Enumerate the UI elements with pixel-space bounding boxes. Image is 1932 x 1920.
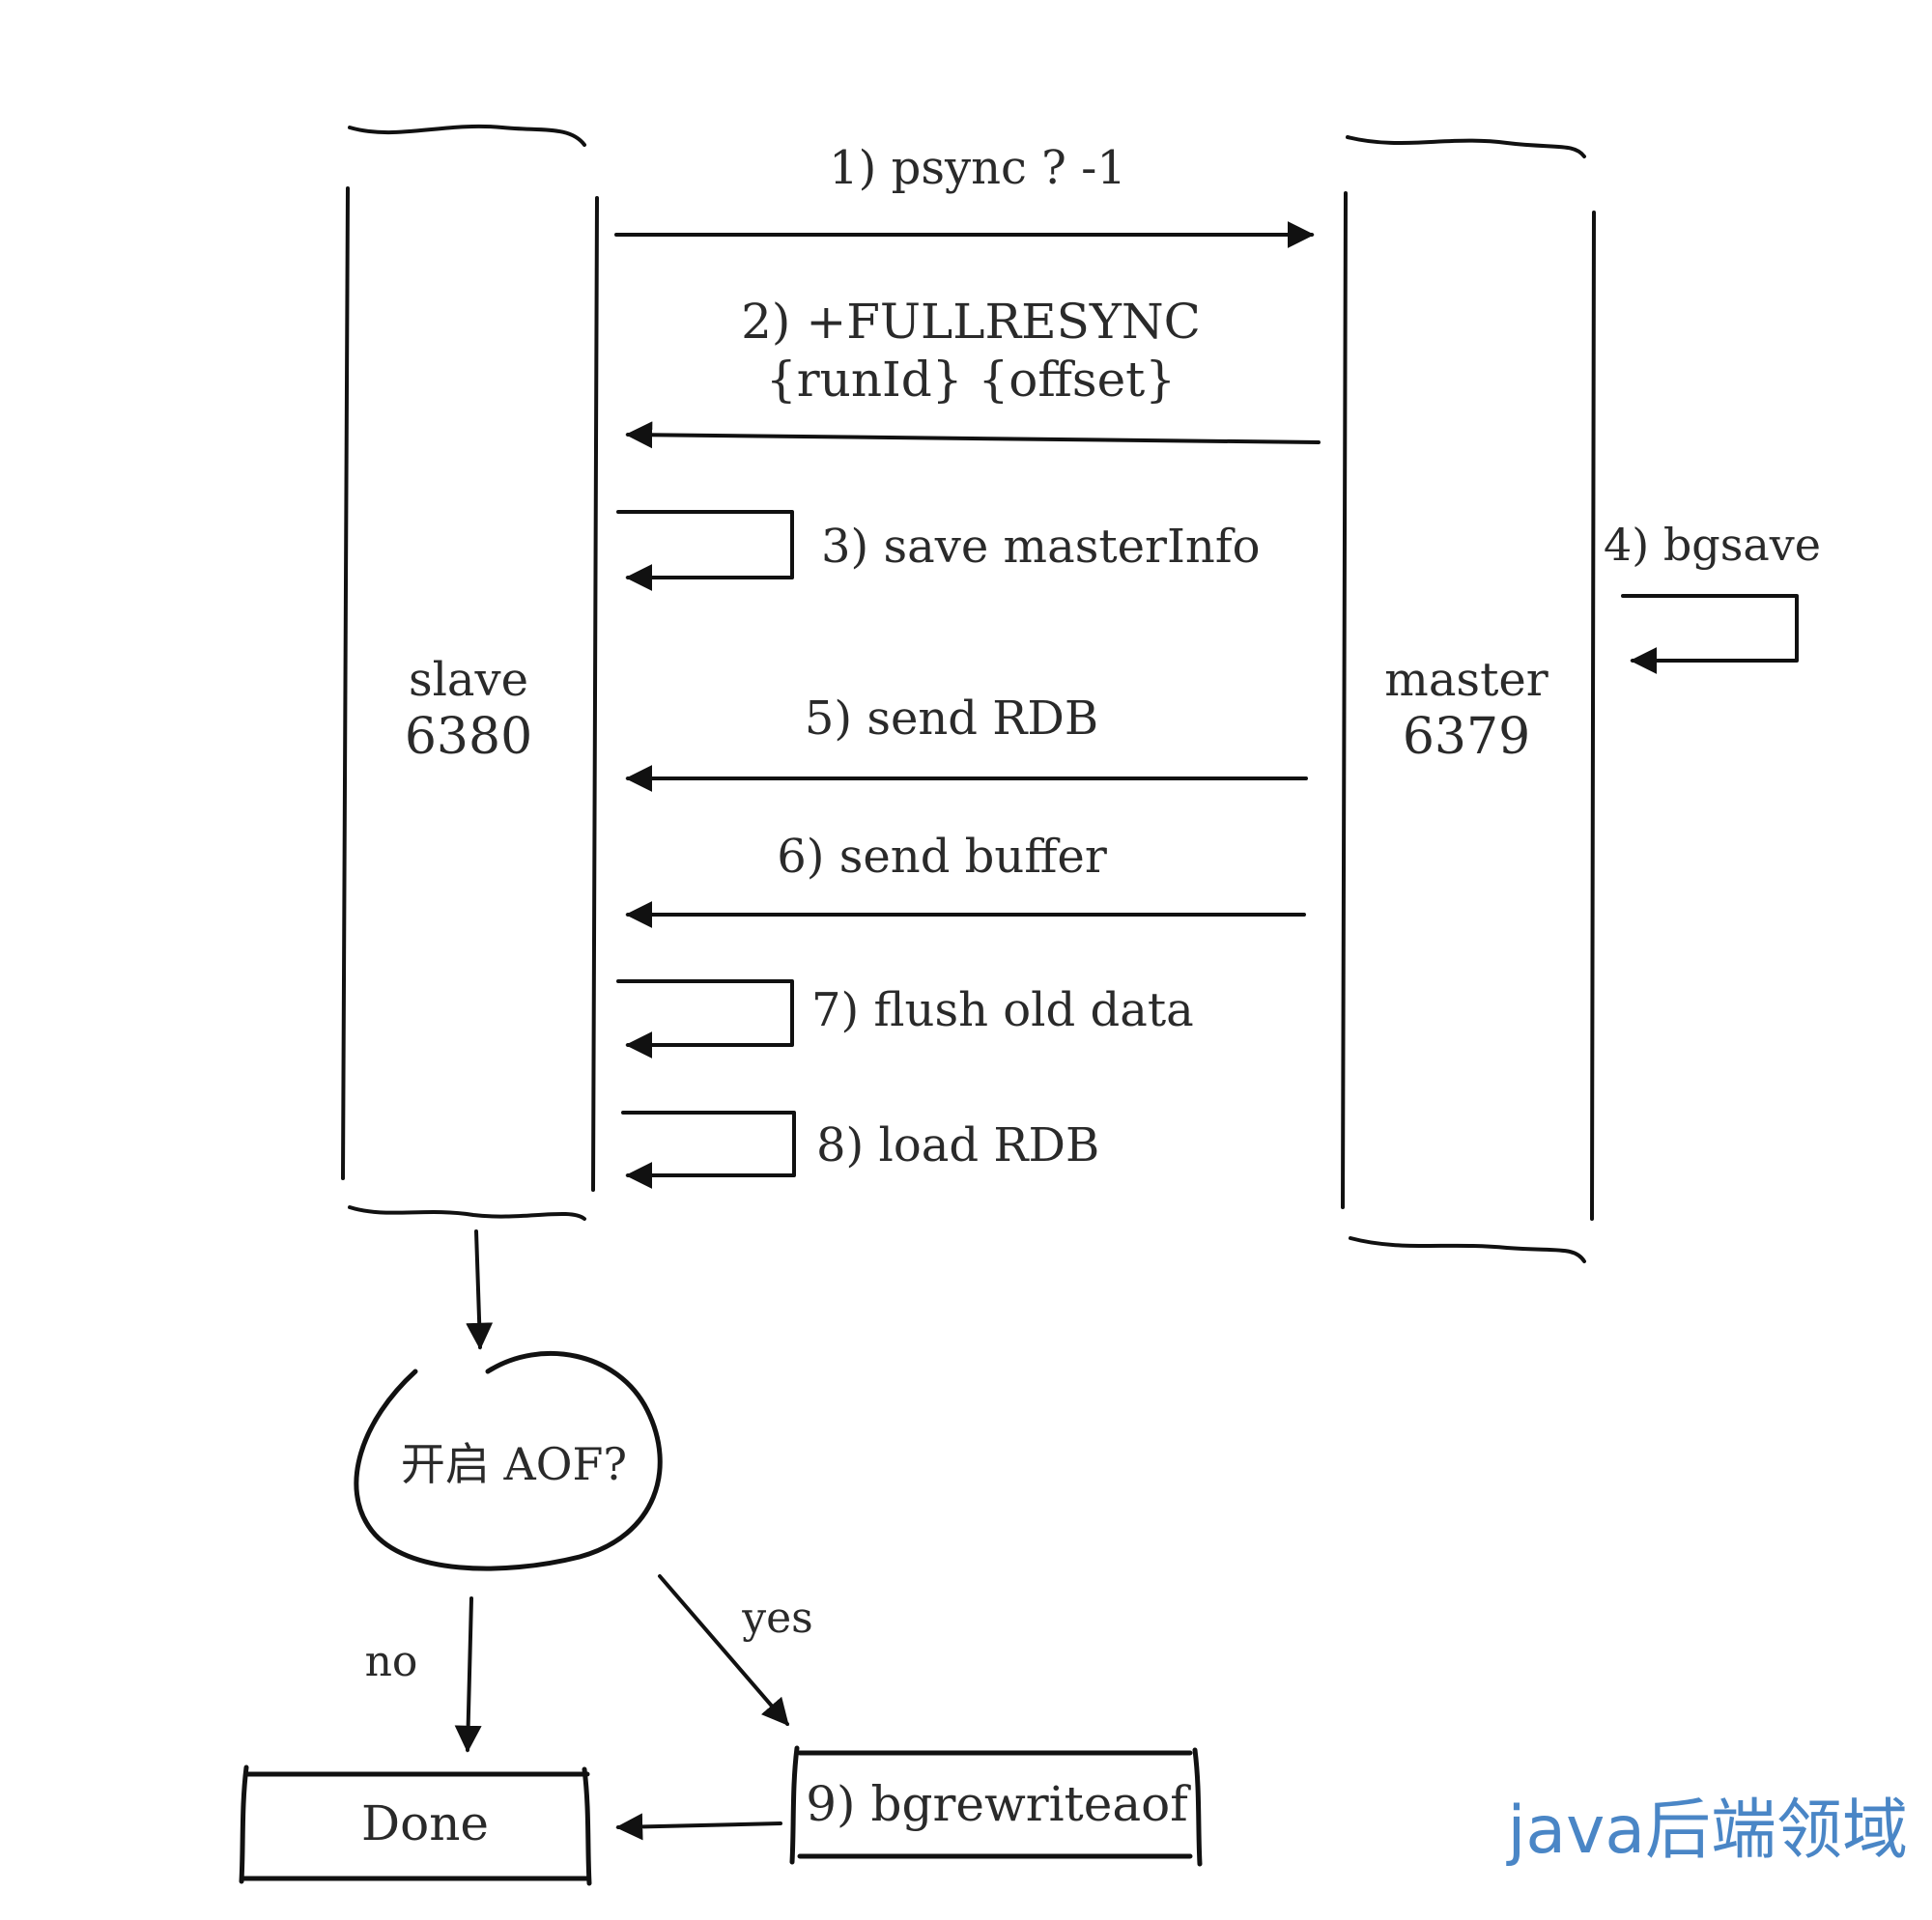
slave-label: slave — [409, 653, 528, 707]
step-7-label: 7) flush old data — [811, 983, 1194, 1037]
step-5-send-rdb: 5) send RDB — [625, 692, 1308, 792]
done-box: Done — [239, 1765, 592, 1886]
master-label: master — [1384, 653, 1548, 707]
aof-decision-shape — [354, 1350, 663, 1571]
step-5-label: 5) send RDB — [805, 692, 1098, 746]
no-label: no — [365, 1637, 418, 1686]
done-label: Done — [361, 1795, 489, 1851]
step-8-label: 8) load RDB — [816, 1118, 1099, 1172]
slave-top-brace — [348, 124, 586, 147]
slave-bottom-brace — [348, 1205, 586, 1221]
yes-label: yes — [741, 1594, 812, 1643]
no-arrow — [454, 1596, 482, 1753]
step-9-to-done-arrow — [615, 1813, 782, 1841]
done-box-outline — [239, 1765, 592, 1886]
step-1-label: 1) psync ? -1 — [829, 141, 1126, 195]
step-6-send-buffer: 6) send buffer — [625, 830, 1306, 928]
step-4-bgsave: 4) bgsave — [1604, 519, 1821, 674]
step-3-label: 3) save masterInfo — [821, 520, 1261, 574]
no-branch: no — [365, 1596, 482, 1753]
step-2-arrow — [625, 421, 1321, 449]
master-right-line — [1590, 211, 1596, 1221]
yes-arrow — [658, 1574, 789, 1727]
slave-left-line — [341, 186, 350, 1180]
step-7-flush-old-data: 7) flush old data — [616, 979, 1194, 1059]
step-7-loop-arrow — [616, 979, 794, 1059]
aof-decision-label: 开启 AOF? — [401, 1438, 627, 1490]
step-6-label: 6) send buffer — [777, 830, 1107, 884]
aof-decision: 开启 AOF? — [354, 1350, 663, 1571]
slave-right-line — [591, 196, 599, 1192]
master-bottom-brace — [1349, 1236, 1586, 1263]
step-3-save-masterinfo: 3) save masterInfo — [616, 510, 1261, 591]
step-9-bgrewriteaof-box: 9) bgrewriteaof — [789, 1745, 1203, 1867]
step-2-label-line1: 2) +FULLRESYNC — [741, 294, 1201, 350]
step-9-label: 9) bgrewriteaof — [806, 1776, 1191, 1832]
slave-to-decision-arrow — [466, 1229, 494, 1350]
step-4-label: 4) bgsave — [1604, 519, 1821, 571]
master-node: master 6379 — [1341, 135, 1596, 1263]
step-8-loop-arrow — [621, 1111, 796, 1189]
step-9-box-outline — [789, 1745, 1203, 1867]
step-8-load-rdb: 8) load RDB — [621, 1111, 1099, 1189]
step-3-loop-arrow — [616, 510, 794, 591]
step-2-fullresync: 2) +FULLRESYNC {runId} {offset} — [625, 294, 1321, 449]
master-left-line — [1341, 191, 1348, 1209]
slave-port: 6380 — [405, 708, 532, 766]
step-2-label-line2: {runId} {offset} — [766, 352, 1176, 408]
step-1-psync: 1) psync ? -1 — [614, 141, 1315, 248]
watermark-text: java后端领域 — [1506, 1793, 1908, 1869]
step-4-loop-arrow — [1621, 594, 1799, 674]
yes-branch: yes — [658, 1574, 813, 1727]
slave-node: slave 6380 — [341, 124, 599, 1221]
master-top-brace — [1346, 135, 1586, 158]
master-port: 6379 — [1403, 708, 1530, 766]
